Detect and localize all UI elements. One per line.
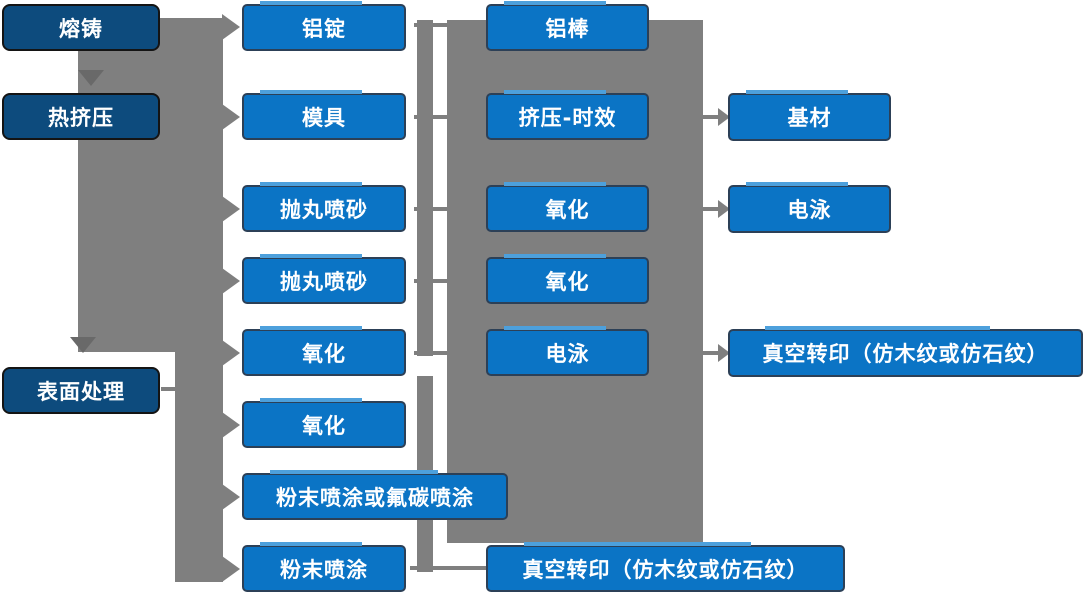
stages-node: 表面处理: [2, 367, 160, 414]
collector-stub: [414, 115, 450, 119]
trunk-arrowhead-icon: [222, 104, 240, 130]
process-node: 抛丸喷砂: [242, 182, 406, 232]
output-arrowhead-icon: [718, 200, 730, 218]
process-node: 抛丸喷砂: [242, 254, 406, 304]
powder-to-transfer-stub: [410, 566, 488, 570]
output-arrow-stem: [703, 207, 719, 211]
treatment-node: 铝棒: [486, 1, 649, 51]
trunk-arrowhead-icon: [222, 340, 240, 366]
treatment-node: 电泳: [486, 326, 649, 376]
trunk-arrowhead-icon: [222, 556, 240, 582]
trunk-arrowhead-icon: [222, 484, 240, 510]
output-arrowhead-icon: [718, 344, 730, 362]
stage-down-arrow-icon: [70, 337, 96, 353]
collector-stub: [414, 351, 450, 355]
collector-stub: [414, 279, 450, 283]
output-node: 真空转印（仿木纹或仿石纹）: [728, 326, 1083, 377]
stages-node: 热挤压: [2, 93, 160, 140]
treatment-node: 氧化: [486, 182, 649, 232]
process-node: 粉末喷涂或氟碳喷涂: [242, 470, 508, 520]
stages-node: 熔铸: [2, 4, 160, 51]
trunk-arrowhead-icon: [222, 268, 240, 294]
collector-stub: [414, 207, 450, 211]
treatment-node: 真空转印（仿木纹或仿石纹）: [486, 542, 845, 592]
trunk-main-connector: [78, 18, 223, 352]
trunk-arrowhead-icon: [222, 196, 240, 222]
process-node: 粉末喷涂: [242, 542, 406, 592]
treatment-node: 氧化: [486, 254, 649, 304]
process-node: 模具: [242, 90, 406, 140]
process-node: 铝锭: [242, 1, 406, 51]
process-node: 氧化: [242, 326, 406, 376]
surface-treatment-stub: [161, 387, 177, 391]
collector-stub: [414, 23, 450, 27]
treatment-node: 挤压-时效: [486, 90, 649, 140]
stage-down-arrow-icon: [78, 70, 104, 86]
trunk-arrowhead-icon: [222, 14, 240, 40]
trunk-arrowhead-icon: [222, 412, 240, 438]
output-node: 电泳: [728, 182, 891, 233]
output-arrowhead-icon: [718, 108, 730, 126]
output-arrow-stem: [703, 351, 719, 355]
output-node: 基材: [728, 90, 891, 141]
trunk-lower-connector: [175, 352, 223, 582]
collector-bar-upper: [417, 20, 433, 356]
process-node: 氧化: [242, 398, 406, 448]
output-arrow-stem: [703, 115, 719, 119]
